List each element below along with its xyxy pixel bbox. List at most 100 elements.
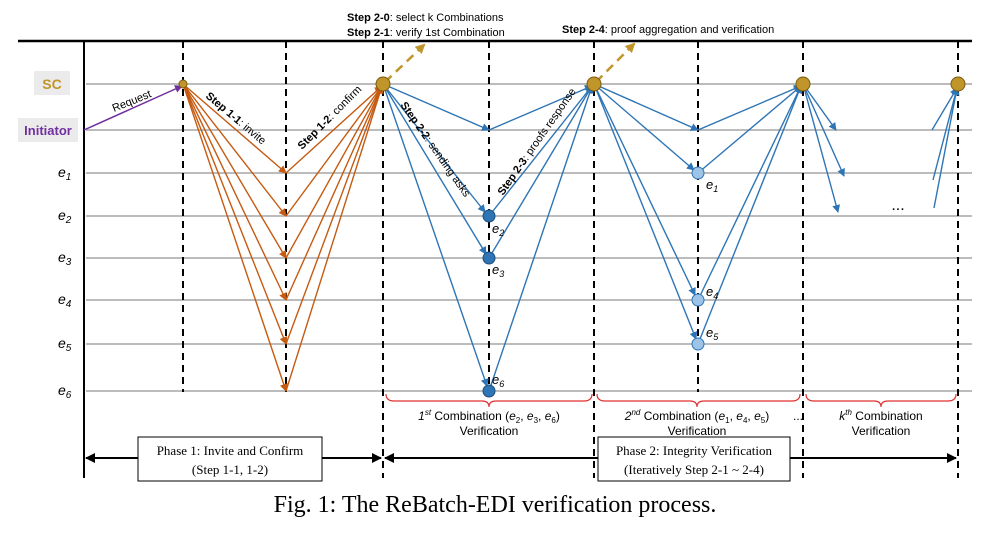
step12-label: Step 1-2: confirm <box>296 84 365 153</box>
sc-nodes <box>178 76 966 92</box>
combo1-arrows <box>382 83 594 392</box>
step23-label: Step 2-3: proofs response <box>496 86 579 198</box>
lane-label-e1: e1 <box>58 164 71 183</box>
step24-pointer <box>595 42 636 83</box>
node-label-e2: e2 <box>492 221 504 238</box>
invite-arrow-e5 <box>182 83 288 345</box>
askk-arrow-3 <box>802 83 841 213</box>
ask2-arrow-initiator <box>593 83 699 131</box>
node-e2 <box>482 209 496 223</box>
step11-label: Step 1-1: invite <box>203 90 268 147</box>
askk-arrow-1 <box>802 83 837 131</box>
node-e5 <box>691 337 705 351</box>
lane-label-sc: SC <box>42 76 61 92</box>
node-label-e1: e1 <box>706 177 718 194</box>
proofk-arrow-3 <box>933 87 960 209</box>
node-e6 <box>482 384 496 398</box>
edge-lane-labels: e1 e2 e3 e4 e5 e6 <box>58 164 72 401</box>
combo1-nodes <box>482 209 496 398</box>
step24-label: Step 2-4: proof aggregation and verifica… <box>562 24 774 36</box>
comboK-arrows <box>802 83 960 213</box>
proof2-arrow-e5 <box>697 85 803 345</box>
askk-arrow-2 <box>802 83 845 177</box>
brace-label-combo2-line1: 2nd Combination (e1, e4, e5) <box>624 408 769 425</box>
brace-label-combo2-line2: Verification <box>668 424 727 438</box>
proof2-arrow-e4 <box>697 85 802 301</box>
invite-arrow-e2 <box>182 83 287 217</box>
lane-label-e4: e4 <box>58 291 72 310</box>
lane-label-e3: e3 <box>58 249 72 268</box>
sc-node-2 <box>586 76 602 92</box>
sc-node-1 <box>375 76 391 92</box>
confirm-arrow-e6 <box>285 85 384 392</box>
confirm-arrow-e5 <box>285 85 384 345</box>
brace-combo1 <box>385 393 593 408</box>
lane-label-e2: e2 <box>58 207 72 226</box>
phase2-box <box>597 436 791 482</box>
ask2-arrow-e1 <box>593 83 695 171</box>
sc-label-bg <box>34 71 70 95</box>
phase2-title: Phase 2: Integrity Verification <box>616 443 773 458</box>
proof2-arrow-e1 <box>697 85 802 174</box>
sc-node-3 <box>795 76 811 92</box>
phase1-title: Phase 1: Invite and Confirm <box>157 443 304 458</box>
request-label: Request <box>111 88 153 114</box>
ask-arrow-e2 <box>382 83 486 213</box>
ask2-arrow-e4 <box>593 83 696 296</box>
proof2-arrow-initiator <box>697 85 802 131</box>
ask-arrow-e3 <box>382 83 487 255</box>
request-arrow <box>83 85 183 131</box>
ask-arrow-initiator <box>382 83 490 131</box>
confirm-arrow-e3 <box>285 85 383 259</box>
brace-combo2 <box>596 393 801 408</box>
step22-label: Step 2-2: sending asks <box>398 100 473 200</box>
node-e1 <box>691 166 705 180</box>
confirm-arrow-e4 <box>285 85 383 301</box>
invite-arrow-e1 <box>182 83 287 174</box>
invite-arrows <box>182 83 384 392</box>
confirm-arrow-e2 <box>285 85 383 217</box>
phase1-subtitle: (Step 1-1, 1-2) <box>192 462 268 477</box>
brace-comboK <box>805 393 957 408</box>
brace-label-combo1-line2: Verification <box>460 424 519 438</box>
figure-caption: Fig. 1: The ReBatch-EDI verification pro… <box>273 492 717 518</box>
node-label-e4: e4 <box>706 284 718 301</box>
confirm-arrow-e1 <box>285 85 383 174</box>
middle-ellipsis: ... <box>891 197 904 214</box>
lane-label-initiator: Initiator <box>24 123 72 138</box>
node-label-e5: e5 <box>706 325 719 342</box>
proof-arrow-e6 <box>488 85 594 392</box>
step20-pointer <box>384 43 426 83</box>
dashed-verticals <box>182 41 959 478</box>
lanes <box>86 83 972 392</box>
phase2-subtitle: (Iteratively Step 2-1 ~ 2-4) <box>624 462 764 477</box>
lane-label-e5: e5 <box>58 335 72 354</box>
brace-label-comboK-line1: kth Combination <box>839 408 922 423</box>
step20-label: Step 2-0: select k Combinations <box>347 12 504 24</box>
phase1-box <box>137 436 323 482</box>
sc-node-initial <box>178 79 188 89</box>
proof-arrow-e2 <box>488 85 593 217</box>
brace-ellipsis: ... <box>793 409 803 423</box>
combo2-arrows <box>593 83 803 345</box>
proof-arrow-e3 <box>488 85 593 259</box>
node-e3 <box>482 251 496 265</box>
node-e4 <box>691 293 705 307</box>
invite-arrow-e3 <box>182 83 287 259</box>
node-label-e3: e3 <box>492 262 504 279</box>
invite-arrow-e6 <box>182 83 288 392</box>
invite-arrow-e4 <box>182 83 287 301</box>
step21-label: Step 2-1: verify 1st Combination <box>347 27 505 39</box>
ask2-arrow-e5 <box>593 83 698 340</box>
sc-node-4 <box>950 76 966 92</box>
lane-label-e6: e6 <box>58 382 72 401</box>
proof-arrow-initiator <box>488 85 593 131</box>
brace-label-combo1-line1: 1st Combination (e2, e3, e6) <box>418 408 560 425</box>
proofk-arrow-2 <box>932 87 960 181</box>
initiator-label-bg <box>18 118 78 142</box>
combo2-nodes <box>691 166 705 351</box>
node-label-e6: e6 <box>492 372 504 389</box>
brace-label-comboK-line2: Verification <box>852 424 911 438</box>
ask-arrow-e6 <box>382 83 489 387</box>
